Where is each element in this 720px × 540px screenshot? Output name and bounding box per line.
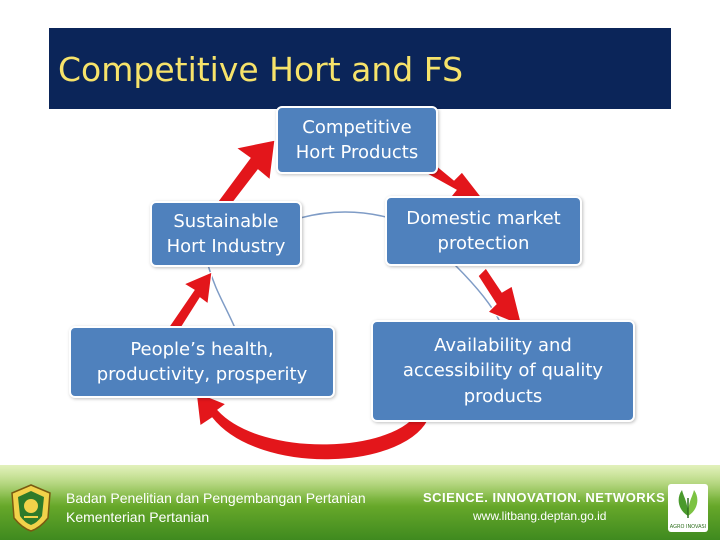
website-url: www.litbang.deptan.go.id <box>473 509 607 523</box>
node-label: Domestic market protection <box>406 207 561 254</box>
agro-inovasi-label: AGRO INOVASI <box>669 524 707 530</box>
node-label: People’s health, productivity, prosperit… <box>96 338 308 385</box>
ministry-emblem-icon <box>11 484 51 532</box>
node-label: Competitive Hort Products <box>295 116 419 163</box>
node-competitive-hort-products: Competitive Hort Products <box>276 106 438 174</box>
footer-banner <box>0 465 720 540</box>
org-name-line1: Badan Penelitian dan Pengembangan Pertan… <box>66 490 366 506</box>
node-sustainable-hort-industry: Sustainable Hort Industry <box>150 201 302 267</box>
connector-top <box>299 211 391 219</box>
tagline: SCIENCE. INNOVATION. NETWORKS <box>423 490 666 505</box>
connector-left <box>207 264 236 329</box>
leaf-logo-icon <box>678 490 698 518</box>
title-bar: Competitive Hort and FS <box>49 28 671 109</box>
org-name-line2: Kementerian Pertanian <box>66 509 210 525</box>
page-title: Competitive Hort and FS <box>58 50 464 89</box>
node-availability-accessibility: Availability and accessibility of qualit… <box>371 320 635 422</box>
node-peoples-health: People’s health, productivity, prosperit… <box>69 326 335 398</box>
node-domestic-market-protection: Domestic market protection <box>385 196 582 266</box>
connector-right <box>454 264 501 323</box>
node-label: Sustainable Hort Industry <box>166 210 286 257</box>
agro-inovasi-logo: AGRO INOVASI <box>668 484 708 532</box>
arrow-domestic-to-availability <box>477 267 523 328</box>
node-label: Availability and accessibility of qualit… <box>402 335 604 407</box>
